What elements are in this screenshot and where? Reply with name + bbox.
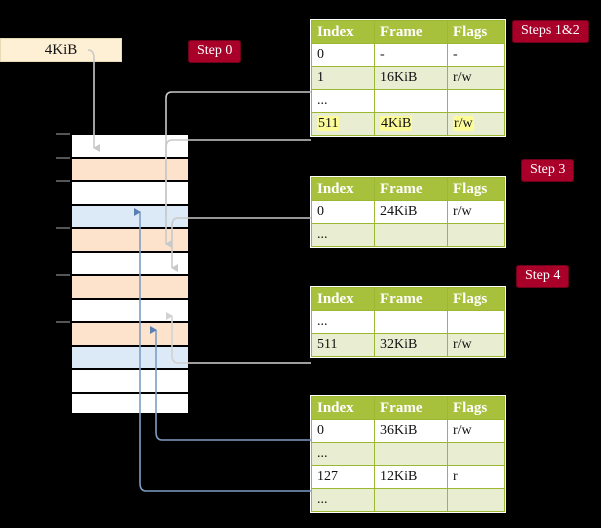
- memory-tick-4: [56, 227, 70, 229]
- memory-tick-0: [56, 133, 70, 135]
- cell-index: ...: [311, 310, 375, 334]
- arrow-step4-up: [166, 312, 311, 364]
- cell-frame: 12KiB: [374, 465, 448, 489]
- memory-frame-1: [70, 156, 190, 180]
- highlight-index: 511: [317, 116, 340, 131]
- cell-index: ...: [311, 488, 375, 512]
- table-row: ...: [311, 442, 505, 466]
- arrow-step3-down: [171, 217, 311, 272]
- cell-index: ...: [311, 442, 375, 466]
- cell-frame: 16KiB: [374, 66, 448, 90]
- memory-frame-3: [70, 203, 190, 227]
- column-header-index: Index: [311, 287, 375, 311]
- cell-frame: 4KiB: [374, 112, 448, 136]
- memory-frame-9: [70, 344, 190, 368]
- cell-flags: [447, 488, 505, 512]
- badge-steps12: Steps 1&2: [512, 20, 589, 43]
- cell-frame: [374, 488, 448, 512]
- cell-flags: r/w: [447, 112, 505, 136]
- cell-frame: -: [374, 43, 448, 67]
- memory-frame-7: [70, 297, 190, 321]
- cell-index: 511: [311, 112, 375, 136]
- cell-index: 127: [311, 465, 375, 489]
- column-header-frame: Frame: [374, 177, 448, 201]
- highlight-frame: 4KiB: [380, 116, 413, 131]
- column-header-flags: Flags: [447, 396, 505, 420]
- column-header-flags: Flags: [447, 177, 505, 201]
- column-header-index: Index: [311, 177, 375, 201]
- column-header-flags: Flags: [447, 20, 505, 44]
- table-row: ...: [311, 89, 505, 113]
- cell-index: 1: [311, 66, 375, 90]
- table-row: 511 4KiB r/w: [311, 112, 505, 136]
- column-header-index: Index: [311, 20, 375, 44]
- physical-memory-column: [56, 133, 190, 415]
- table-row: ...: [311, 310, 505, 334]
- column-header-frame: Frame: [374, 287, 448, 311]
- table-row: 0--: [311, 43, 505, 67]
- table-row: ...: [311, 223, 505, 247]
- cell-index: 0: [311, 200, 375, 224]
- cell-index: 0: [311, 43, 375, 67]
- memory-frame-10: [70, 368, 190, 392]
- cell-flags: r/w: [447, 66, 505, 90]
- cell-index: ...: [311, 223, 375, 247]
- cell-flags: r: [447, 465, 505, 489]
- badge-step4: Step 4: [516, 265, 570, 288]
- cell-frame: 36KiB: [374, 419, 448, 443]
- cell-index: 0: [311, 419, 375, 443]
- cell-flags: r/w: [447, 333, 505, 357]
- memory-frame-2: [70, 180, 190, 204]
- highlight-flags: r/w: [453, 116, 474, 131]
- memory-tick-8: [56, 321, 70, 323]
- column-header-index: Index: [311, 396, 375, 420]
- column-header-frame: Frame: [374, 20, 448, 44]
- cell-frame: [374, 310, 448, 334]
- cell-index: ...: [311, 89, 375, 113]
- cell-frame: [374, 442, 448, 466]
- cell-flags: [447, 442, 505, 466]
- memory-frame-4: [70, 227, 190, 251]
- memory-tick-2: [56, 180, 70, 182]
- cell-flags: -: [447, 43, 505, 67]
- memory-frame-6: [70, 274, 190, 298]
- cell-frame: [374, 89, 448, 113]
- virtual-address-label: 4KiB: [44, 41, 78, 58]
- badge-step0: Step 0: [188, 40, 242, 63]
- cell-flags: r/w: [447, 419, 505, 443]
- cell-flags: r/w: [447, 200, 505, 224]
- badge-step3: Step 3: [521, 159, 575, 182]
- table-row: ...: [311, 488, 505, 512]
- memory-frame-8: [70, 321, 190, 345]
- memory-frame-5: [70, 250, 190, 274]
- cell-index: 511: [311, 333, 375, 357]
- column-header-frame: Frame: [374, 396, 448, 420]
- cell-flags: [447, 310, 505, 334]
- cell-frame: [374, 223, 448, 247]
- memory-tick-6: [56, 274, 70, 276]
- cell-frame: 24KiB: [374, 200, 448, 224]
- memory-tick-1: [56, 156, 70, 159]
- virtual-address-box: 4KiB: [0, 38, 122, 62]
- cell-flags: [447, 89, 505, 113]
- memory-frame-11: [70, 391, 190, 415]
- cell-frame: 32KiB: [374, 333, 448, 357]
- cell-flags: [447, 223, 505, 247]
- column-header-flags: Flags: [447, 287, 505, 311]
- memory-frame-0: [70, 133, 190, 157]
